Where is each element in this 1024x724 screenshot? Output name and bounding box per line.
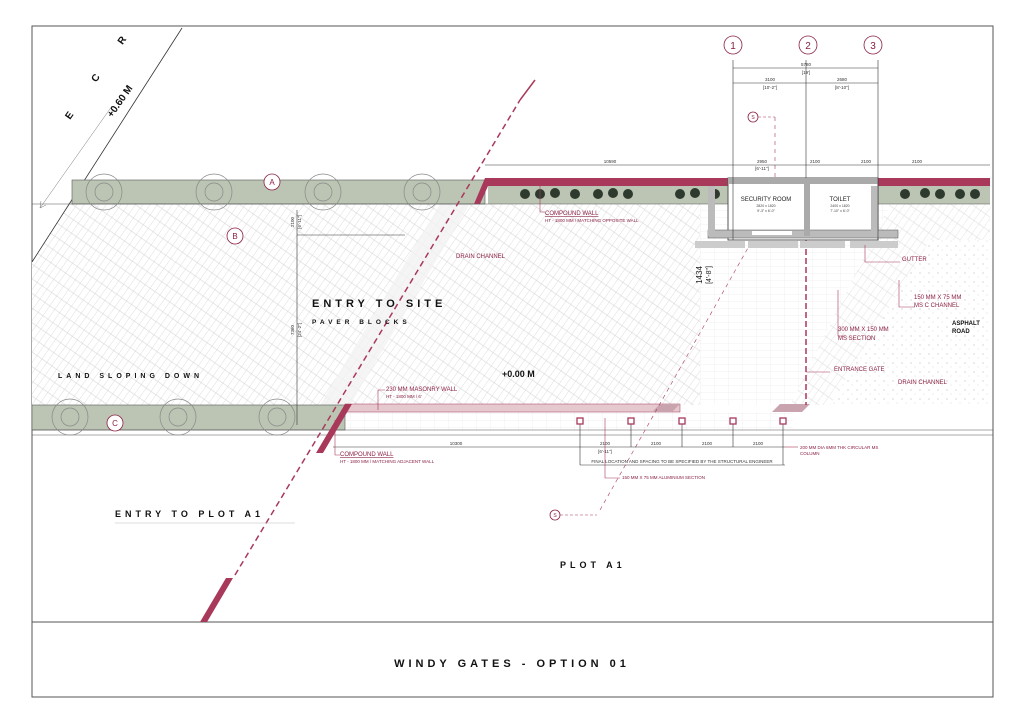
masonry-wall-sub: HT - 1800 MM / 6' (386, 394, 422, 399)
paver-area (32, 200, 700, 405)
dim-top-ft: [6'-11"] (755, 166, 769, 171)
structural-note: FINAL LOCATION AND SPACING TO BE SPECIFI… (591, 459, 773, 464)
dim-bay2: 2680 (837, 77, 848, 82)
compound-wall-top-sub: HT - 1800 MM / MATCHING OPPOSITE WALL (545, 218, 639, 223)
site-level-label: +0.00 M (502, 369, 535, 379)
drain-channel-label-2: DRAIN CHANNEL (898, 380, 948, 386)
asphalt-road (830, 240, 990, 405)
plot-label: PLOT A1 (560, 560, 626, 570)
ms-section-label-1: 300 MM X 150 MM (838, 327, 889, 333)
security-room-size-mm: 2820 x 1820 (756, 204, 775, 208)
security-building (695, 177, 899, 248)
ms-section-label-2: MS SECTION (838, 336, 875, 342)
dim-top-2: 2100 (810, 159, 821, 164)
dim-bottom-3: 2100 (702, 441, 713, 446)
grid-tag-c (106, 414, 124, 432)
asphalt-label-2: ROAD (952, 329, 970, 335)
dim-overall-ft: [19'] (802, 70, 810, 75)
entry-to-plot-label: ENTRY TO PLOT A1 (115, 509, 264, 519)
dim-left-1: 2100 (290, 216, 295, 227)
dim-overall: 5780 (801, 62, 812, 67)
ms-columns (576, 417, 787, 425)
toilet-name: TOILET (830, 197, 851, 203)
masonry-wall-label: 230 MM MASONRY WALL (386, 387, 458, 393)
trees (51, 173, 441, 436)
compound-wall-bottom (316, 404, 352, 453)
dimension-lines (296, 60, 990, 466)
gutter-label: GUTTER (902, 257, 927, 263)
grid-tag-b (226, 227, 244, 245)
entry-to-site-label: ENTRY TO SITE (312, 298, 446, 310)
masonry-wall (344, 403, 681, 413)
section-tag-label: S (751, 115, 755, 121)
dim-left-1-ft: [6'-11"] (297, 215, 302, 229)
dim-gate-depth-ft: [4'-8"] (706, 266, 713, 284)
dim-bottom-2: 2100 (651, 441, 662, 446)
grid-tag-a-label: A (269, 178, 275, 187)
column-note-1: 200 MM DIA 6MM THK CIRCULAR MS (800, 445, 878, 450)
compound-wall-top-label: COMPOUND WALL (545, 211, 599, 217)
security-room-size-ft: 9'-3" x 6'-0" (757, 209, 775, 213)
toilet-size-ft: 7'-10" x 6'-0" (830, 209, 850, 213)
column-tag-3 (863, 35, 883, 55)
dim-bay1: 3100 (765, 77, 776, 82)
drain-channel (320, 204, 470, 405)
column-tag-1-label: 1 (730, 41, 736, 52)
compound-wall-bottom-sub: HT - 1800 MM / MATCHING ADJACENT WALL (340, 459, 435, 464)
dim-left-2-ft: [24'-2"] (297, 323, 302, 337)
dim-top-run: 10590 (604, 159, 617, 164)
leader-lines (334, 186, 915, 479)
c-channel-label-2: MS C CHANNEL (914, 303, 960, 309)
compound-wall-bottom-label: COMPOUND WALL (340, 452, 394, 458)
toilet-size-mm: 2400 x 1820 (830, 204, 849, 208)
dim-bottom-ft: [6'-11"] (598, 449, 612, 454)
column-tag-2-label: 2 (805, 41, 811, 52)
paver-blocks-label: PAVER BLOCKS (312, 319, 411, 326)
section-tag-label-2: S (553, 513, 557, 519)
drawing-title: WINDY GATES - OPTION 01 (394, 658, 630, 670)
asphalt-label-1: ASPHALT (952, 321, 980, 327)
c-channel-label-1: 150 MM X 75 MM (914, 295, 961, 301)
dim-bottom-1: 2100 (600, 441, 611, 446)
aluminium-section-label: 150 MM X 75 MM ALUMINIUM SECTION (622, 475, 705, 480)
security-room-name: SECURITY ROOM (741, 197, 792, 203)
road-edge (31, 27, 183, 263)
grid-tag-c-label: C (112, 419, 118, 428)
column-tag-1 (723, 35, 743, 55)
grid-tag-a (263, 173, 281, 191)
dim-left-2: 7360 (290, 324, 295, 335)
column-note-2: COLUMN (800, 451, 820, 456)
drain-channel-label-1: DRAIN CHANNEL (456, 254, 506, 260)
dim-bay1-ft: [10'-2"] (763, 85, 777, 90)
entrance-gate-label: ENTRANCE GATE (834, 367, 885, 373)
column-tag-2 (798, 35, 818, 55)
grid-tag-b-label: B (232, 232, 237, 241)
dim-bay2-ft: [8'-10"] (835, 85, 849, 90)
dim-bottom-4: 2100 (753, 441, 764, 446)
dim-bottom-run: 10300 (450, 441, 463, 446)
dim-gate-depth: 1434 (695, 266, 704, 284)
column-tag-3-label: 3 (870, 41, 876, 52)
dim-top-3: 2100 (861, 159, 872, 164)
section-line (234, 99, 521, 576)
dim-top-4: 2100 (912, 159, 923, 164)
dim-top-1: 2950 (757, 159, 768, 164)
land-sloping-label: LAND SLOPING DOWN (58, 373, 203, 380)
